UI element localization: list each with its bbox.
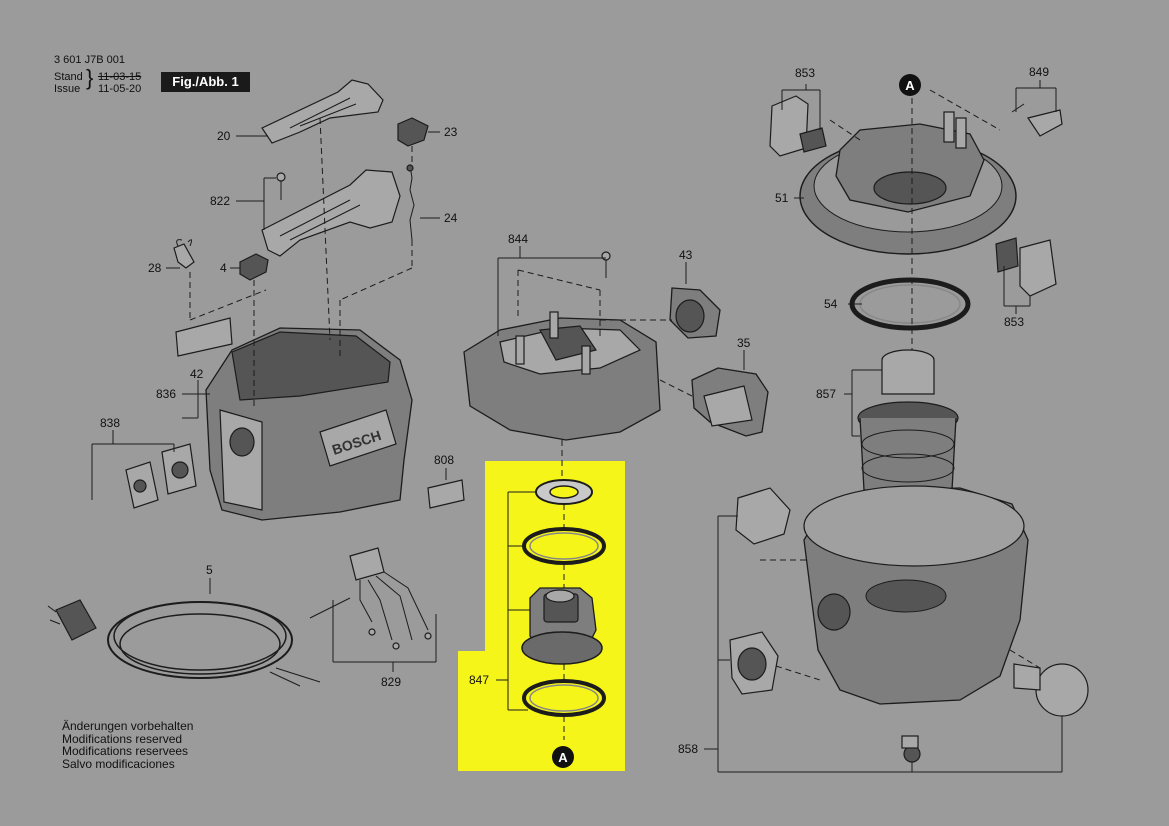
part-24: 24 [444,211,458,225]
part-853-top: 853 [795,66,815,80]
seal-54 [849,277,971,331]
screw-844 [601,251,611,261]
marker-a-bottom: A [552,746,574,768]
part-35: 35 [737,336,751,350]
screw-822 [276,172,286,200]
motor-base-844 [463,311,661,441]
part-54: 54 [824,297,838,311]
doc-number: 3 601 J7B 001 [54,54,125,66]
rod-24 [406,164,415,241]
clip-849 [1011,103,1063,137]
leader-lines-center [496,246,745,740]
part-822: 822 [210,194,230,208]
leader-lines-right [704,80,1063,773]
label-42 [175,317,233,357]
latch-853-bottom [995,237,1057,297]
part-849: 849 [1029,65,1049,79]
filter-35 [691,367,769,437]
part-808: 808 [434,453,454,467]
note-de: Änderungen vorbehalten [62,719,194,733]
label-808 [427,479,465,509]
part-5: 5 [206,563,213,577]
power-cable-5 [47,599,321,687]
leader-lines-left [91,117,447,672]
stand-label: Stand [54,71,83,83]
svg-text:A: A [558,750,568,765]
marker-a-top: A [899,74,921,96]
issue-label: Issue [54,83,81,95]
part-42: 42 [190,367,204,381]
latch-853-top [769,95,827,157]
part-858: 858 [678,742,698,756]
part-23: 23 [444,125,458,139]
issue-date: 11-05-20 [98,83,142,95]
inlet-43 [669,287,721,339]
wiring-829 [309,547,432,650]
figure-label: Fig./Abb. 1 [161,72,250,92]
part-829: 829 [381,675,401,689]
part-838: 838 [100,416,120,430]
cap-23 [397,117,429,147]
handle-frame-822 [261,169,401,257]
modification-notes: Änderungen vorbehalten Modifications res… [62,720,193,770]
part-4: 4 [220,261,227,275]
container-858 [729,485,1089,763]
lid-51 [799,111,1017,255]
part-847: 847 [469,673,489,687]
part-844: 844 [508,232,528,246]
part-51: 51 [775,191,789,205]
brushes-28 [173,239,195,269]
part-28: 28 [148,261,162,275]
part-853-bottom: 853 [1004,315,1024,329]
handle-grip-20 [261,79,384,144]
float-cage-857 [857,349,959,491]
brace: } [86,65,94,90]
note-en: Modifications reserved [62,731,183,746]
part-43: 43 [679,248,693,262]
svg-text:A: A [905,78,915,93]
filter-cover-838 [125,443,197,509]
part-857: 857 [816,387,836,401]
note-es: Salvo modificaciones [62,756,175,771]
housing-836: BOSCH [205,327,413,521]
part-836: 836 [156,387,176,401]
motor-assembly-847 [521,479,606,717]
note-fr: Modifications reservees [62,744,189,758]
part-20: 20 [217,129,231,143]
switch-4 [239,253,269,281]
stand-date: 11-03-15 [98,71,142,83]
